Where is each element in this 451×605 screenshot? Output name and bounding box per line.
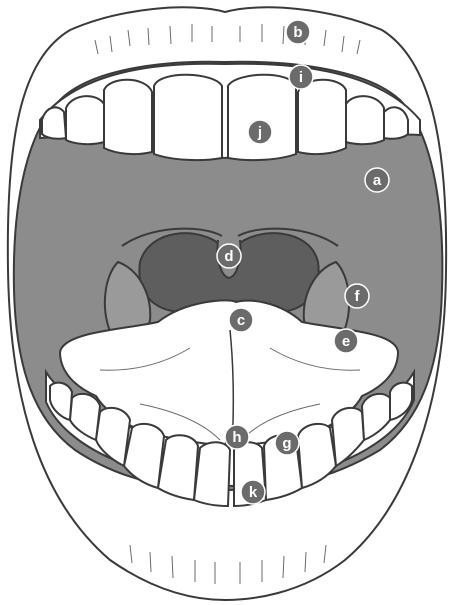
marker-a: a bbox=[365, 168, 389, 192]
marker-label: g bbox=[282, 435, 291, 452]
marker-label: h bbox=[232, 429, 241, 446]
marker-j: j bbox=[248, 120, 272, 144]
marker-b: b bbox=[286, 20, 310, 44]
marker-label: b bbox=[293, 24, 302, 41]
marker-label: a bbox=[373, 172, 382, 189]
marker-c: c bbox=[229, 308, 253, 332]
marker-label: e bbox=[342, 333, 350, 350]
marker-e: e bbox=[334, 329, 358, 353]
marker-label: j bbox=[257, 124, 262, 141]
marker-d: d bbox=[217, 244, 241, 268]
marker-label: k bbox=[249, 484, 258, 501]
marker-g: g bbox=[275, 431, 299, 455]
marker-h: h bbox=[225, 425, 249, 449]
marker-i: i bbox=[289, 65, 313, 89]
marker-k: k bbox=[241, 480, 265, 504]
marker-label: d bbox=[224, 248, 233, 265]
marker-label: i bbox=[299, 69, 303, 86]
marker-label: c bbox=[237, 312, 245, 329]
marker-f: f bbox=[345, 284, 369, 308]
